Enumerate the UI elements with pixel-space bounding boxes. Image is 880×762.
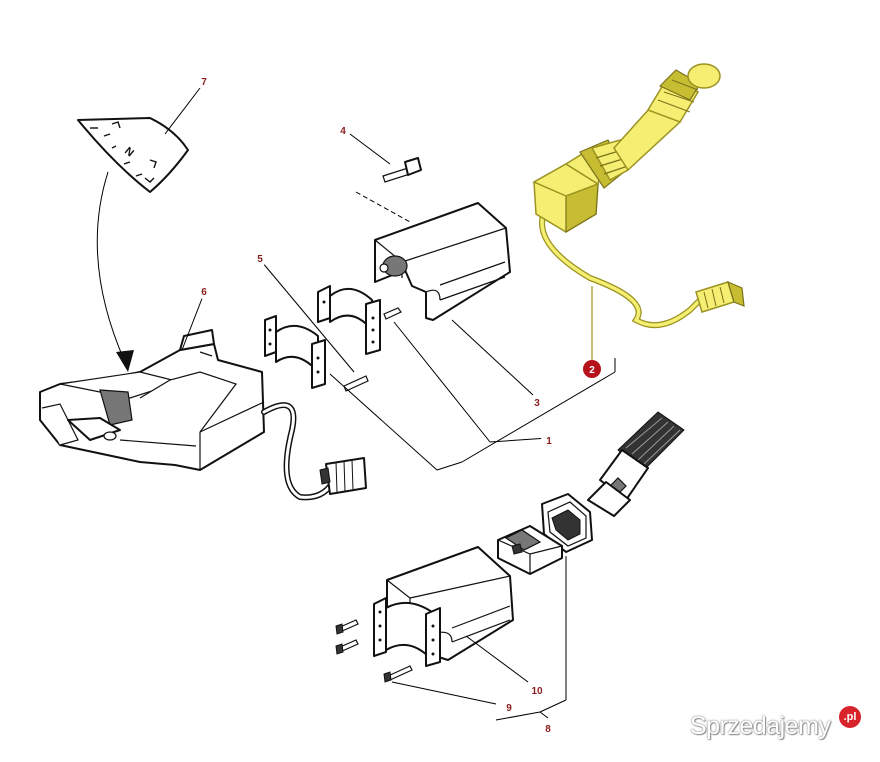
callout-5: 5 (252, 250, 268, 266)
svg-text:2: 2 (589, 365, 595, 376)
callout-4: 4 (335, 122, 351, 138)
svg-text:9: 9 (506, 703, 512, 714)
steering-column-lock-assembly (39, 295, 367, 501)
callout-9: 9 (501, 699, 517, 715)
svg-text:6: 6 (201, 287, 207, 298)
svg-text:7: 7 (201, 77, 207, 88)
watermark-text: Sprzedajemy (690, 712, 831, 740)
svg-text:3: 3 (534, 398, 540, 409)
callout-6: 6 (196, 283, 212, 299)
lower-clamp-bracket (261, 261, 438, 471)
callout-1: 1 (541, 432, 557, 448)
svg-text:4: 4 (340, 126, 346, 137)
highlighted-stalk-switch (532, 63, 745, 360)
leader-lines-1 (436, 358, 616, 471)
callout-3: 3 (529, 394, 545, 410)
callout-8: 8 (540, 720, 556, 736)
screw-part-4 (349, 133, 422, 223)
svg-text:5: 5 (257, 254, 263, 265)
svg-text:1: 1 (546, 436, 552, 447)
callout-10: 10 (528, 681, 546, 699)
svg-text:10: 10 (531, 686, 543, 697)
callout-7: 7 (196, 73, 212, 89)
lower-stalk-switch (335, 411, 685, 721)
upper-switch-housing (374, 202, 534, 396)
callout-2-highlighted: 2 (583, 360, 601, 378)
svg-text:8: 8 (545, 724, 551, 735)
gear-indicator-plate: N (77, 87, 201, 372)
screws-part-9 (335, 619, 413, 683)
watermark-badge: .pl (839, 706, 861, 728)
upper-clamp-bracket (317, 285, 491, 443)
